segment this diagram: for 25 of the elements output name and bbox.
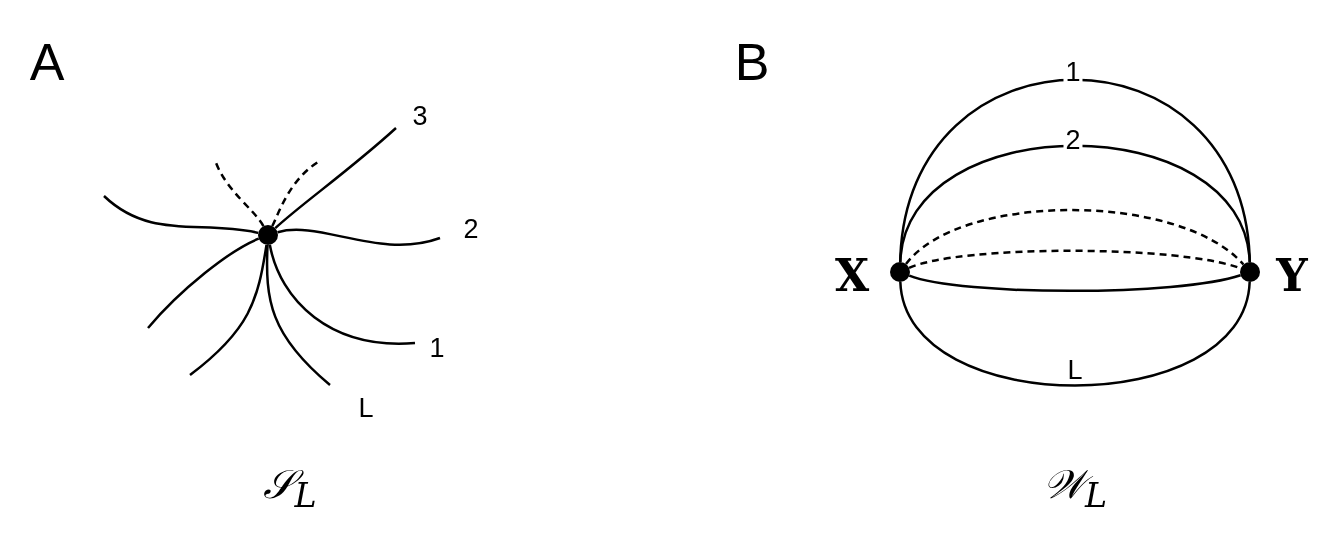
panel-letter: A bbox=[29, 36, 65, 88]
curved-line bbox=[189, 244, 268, 376]
graph-caption: 𝒲$_{L}$ bbox=[1042, 463, 1108, 513]
dashed-curve bbox=[905, 208, 1245, 266]
curved-line bbox=[277, 228, 441, 246]
curved-line bbox=[265, 244, 331, 386]
vertex-dot bbox=[890, 262, 910, 282]
dashed-curve bbox=[271, 161, 319, 227]
curved-line bbox=[103, 195, 259, 235]
vertex-dot bbox=[258, 225, 278, 245]
vertex-label: X bbox=[834, 254, 870, 298]
vertex-dot bbox=[1240, 262, 1260, 282]
curved-line bbox=[274, 127, 397, 230]
curved-line bbox=[899, 281, 1251, 387]
vertex-label: Y bbox=[1276, 254, 1308, 298]
curved-line bbox=[908, 274, 1241, 293]
line-number: 3 bbox=[412, 102, 428, 130]
line-number: L bbox=[358, 394, 374, 422]
curved-line bbox=[899, 144, 1251, 263]
graph-caption: 𝒮$_{L}$ bbox=[263, 463, 317, 513]
line-number: 2 bbox=[463, 215, 479, 243]
curved-line bbox=[268, 244, 416, 345]
line-number: 1 bbox=[429, 334, 445, 362]
curved-line bbox=[147, 237, 260, 329]
panel-letter: B bbox=[734, 36, 770, 88]
